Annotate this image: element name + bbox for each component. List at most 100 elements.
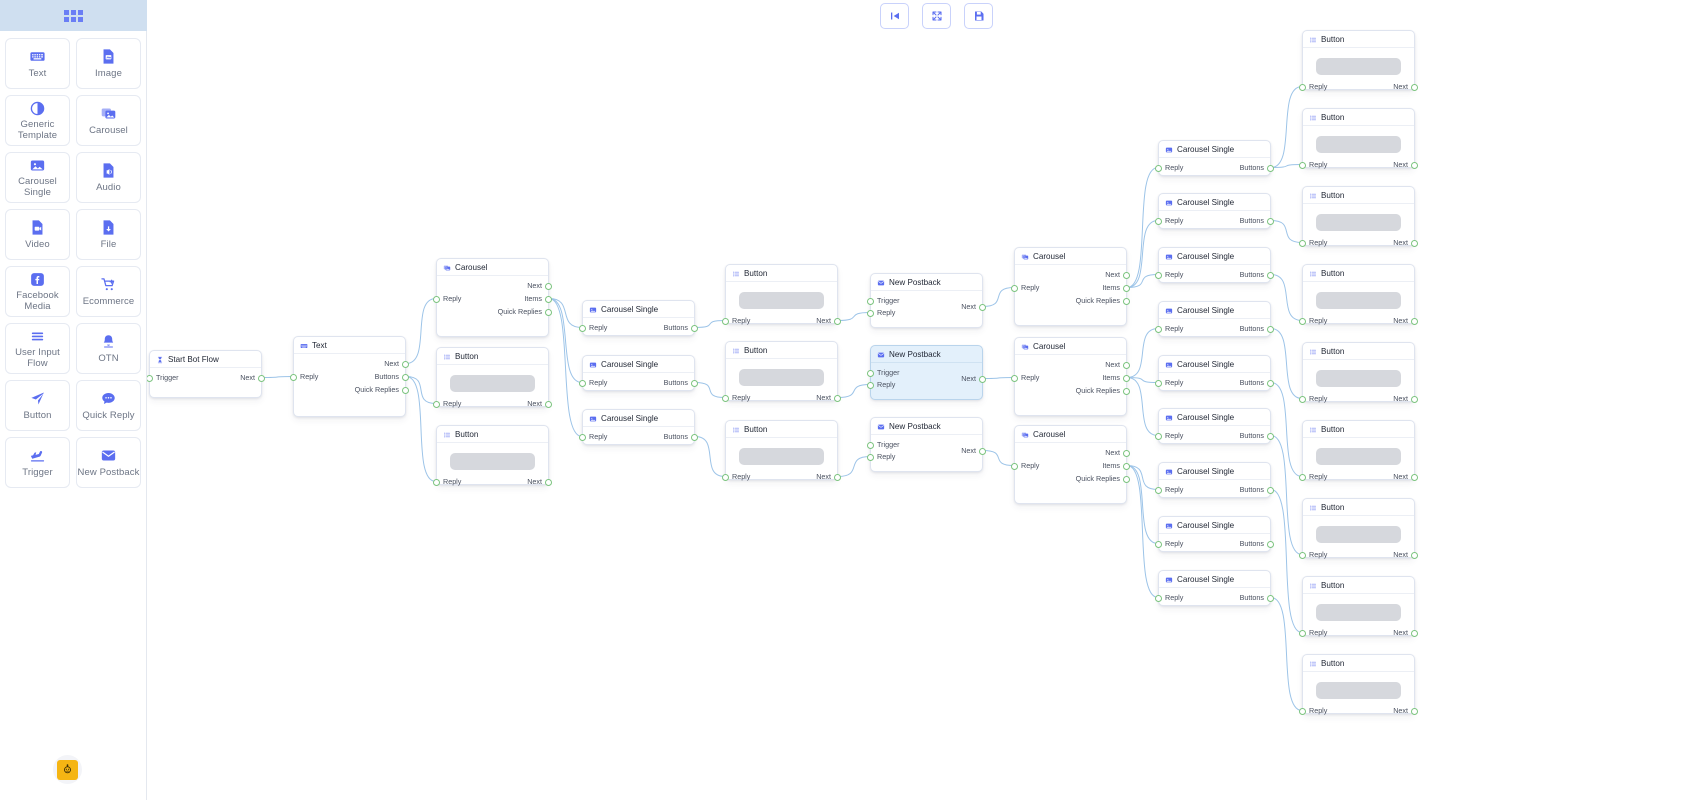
port-in-reply[interactable]: Reply	[1165, 270, 1184, 279]
port-out-buttons[interactable]: Buttons	[1239, 324, 1264, 333]
port-dot-out[interactable]	[545, 309, 552, 316]
port-out-buttons[interactable]: Buttons	[1239, 378, 1264, 387]
port-dot-out[interactable]	[1411, 240, 1418, 247]
port-in-reply[interactable]: Reply	[1309, 706, 1328, 715]
port-in-reply[interactable]: Reply	[1021, 461, 1040, 470]
port-dot-in[interactable]	[722, 395, 729, 402]
port-out-buttons[interactable]: Buttons	[1239, 593, 1264, 602]
port-out-next[interactable]: Next	[1393, 394, 1408, 403]
port-dot-out[interactable]	[691, 434, 698, 441]
port-dot-out[interactable]	[1267, 272, 1274, 279]
port-dot-in[interactable]	[1299, 84, 1306, 91]
palette-item-new-postback[interactable]: New Postback	[76, 437, 141, 488]
palette-item-video[interactable]: Video	[5, 209, 70, 260]
port-out-quick-replies[interactable]: Quick Replies	[354, 385, 399, 394]
port-dot-out[interactable]	[1411, 84, 1418, 91]
port-dot-out[interactable]	[1411, 708, 1418, 715]
port-in-reply[interactable]: Reply	[732, 393, 751, 402]
palette-item-image[interactable]: Image	[76, 38, 141, 89]
port-dot-in[interactable]	[1155, 326, 1162, 333]
port-in-reply[interactable]: Reply	[1165, 485, 1184, 494]
go-to-start-button[interactable]	[880, 3, 909, 29]
port-dot-out[interactable]	[1123, 450, 1130, 457]
port-out-buttons[interactable]: Buttons	[1239, 485, 1264, 494]
port-dot-out[interactable]	[1123, 388, 1130, 395]
port-out-next[interactable]: Next	[961, 302, 976, 311]
port-out-items[interactable]: Items	[524, 294, 542, 303]
port-dot-out[interactable]	[1267, 541, 1274, 548]
port-out-next[interactable]: Next	[1393, 238, 1408, 247]
palette-item-facebook-media[interactable]: Facebook Media	[5, 266, 70, 317]
port-dot-out[interactable]	[834, 395, 841, 402]
port-out-next[interactable]: Next	[1105, 270, 1120, 279]
port-dot-in[interactable]	[1011, 285, 1018, 292]
port-dot-in[interactable]	[1155, 380, 1162, 387]
port-dot-out[interactable]	[979, 376, 986, 383]
palette-item-button[interactable]: Button	[5, 380, 70, 431]
port-out-next[interactable]: Next	[240, 373, 255, 382]
port-in-reply[interactable]: Reply	[732, 472, 751, 481]
port-out-next[interactable]: Next	[961, 374, 976, 383]
bot-avatar[interactable]	[53, 755, 82, 784]
port-dot-in[interactable]	[1299, 318, 1306, 325]
port-dot-in[interactable]	[867, 310, 874, 317]
port-dot-in[interactable]	[867, 298, 874, 305]
port-dot-in[interactable]	[433, 401, 440, 408]
port-in-reply[interactable]: Reply	[1309, 628, 1328, 637]
palette-item-quick-reply[interactable]: Quick Reply	[76, 380, 141, 431]
port-dot-in[interactable]	[579, 434, 586, 441]
port-dot-out[interactable]	[1411, 630, 1418, 637]
port-out-next[interactable]: Next	[816, 316, 831, 325]
port-in-reply[interactable]: Reply	[732, 316, 751, 325]
port-out-buttons[interactable]: Buttons	[663, 378, 688, 387]
port-dot-in[interactable]	[867, 442, 874, 449]
port-in-trigger[interactable]: Trigger	[877, 368, 900, 377]
port-dot-out[interactable]	[1267, 380, 1274, 387]
port-out-buttons[interactable]: Buttons	[374, 372, 399, 381]
palette-item-ecommerce[interactable]: Ecommerce	[76, 266, 141, 317]
fit-view-button[interactable]	[922, 3, 951, 29]
port-in-reply[interactable]: Reply	[443, 294, 462, 303]
port-dot-in[interactable]	[1011, 463, 1018, 470]
port-out-quick-replies[interactable]: Quick Replies	[1075, 474, 1120, 483]
port-dot-in[interactable]	[1299, 240, 1306, 247]
port-out-buttons[interactable]: Buttons	[663, 323, 688, 332]
port-dot-in[interactable]	[1299, 552, 1306, 559]
port-out-buttons[interactable]: Buttons	[1239, 539, 1264, 548]
port-in-reply[interactable]: Reply	[877, 308, 896, 317]
port-in-reply[interactable]: Reply	[1309, 394, 1328, 403]
port-dot-out[interactable]	[1411, 162, 1418, 169]
port-in-reply[interactable]: Reply	[1165, 324, 1184, 333]
port-in-reply[interactable]: Reply	[300, 372, 319, 381]
port-dot-out[interactable]	[691, 380, 698, 387]
port-dot-out[interactable]	[1267, 595, 1274, 602]
port-dot-in[interactable]	[1299, 396, 1306, 403]
port-in-reply[interactable]: Reply	[1309, 550, 1328, 559]
port-in-reply[interactable]: Reply	[1165, 216, 1184, 225]
port-out-buttons[interactable]: Buttons	[1239, 216, 1264, 225]
port-dot-out[interactable]	[402, 361, 409, 368]
port-dot-out[interactable]	[1267, 218, 1274, 225]
port-dot-out[interactable]	[1123, 375, 1130, 382]
port-in-reply[interactable]: Reply	[1309, 160, 1328, 169]
port-dot-in[interactable]	[579, 325, 586, 332]
port-dot-out[interactable]	[691, 325, 698, 332]
